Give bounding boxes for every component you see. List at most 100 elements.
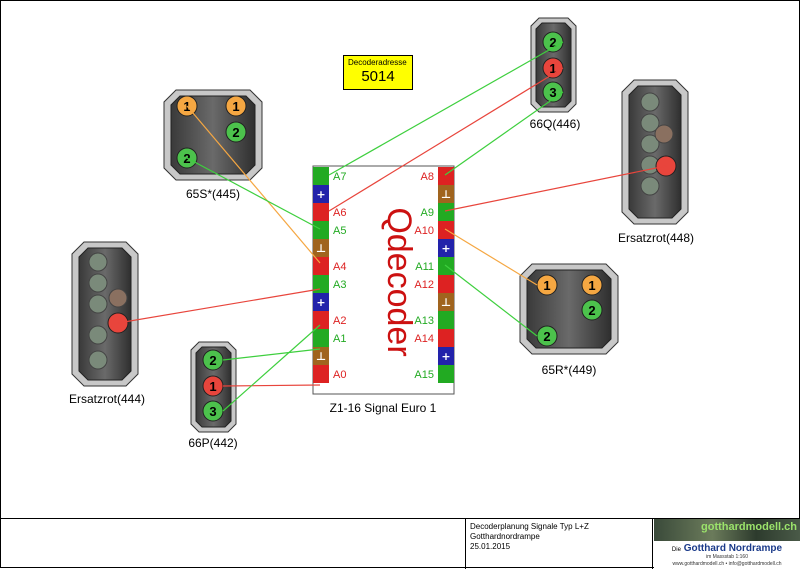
pin-block-left-8: [313, 311, 329, 329]
lamp-448-5: [640, 176, 660, 196]
pin-label-right-4: +: [441, 242, 450, 255]
pin-block-right-11: [438, 365, 454, 383]
pin-label-right-5: A11: [415, 261, 434, 273]
signal-448-label: Ersatzrot(448): [618, 231, 694, 245]
pin-label-left-1: +: [316, 188, 325, 201]
pin-label-right-8: A13: [414, 315, 434, 327]
pin-block-left-1: [313, 185, 329, 203]
signal-65S[interactable]: 1 1 2 2 65S*(445): [163, 89, 263, 201]
pin-label-left-2: A6: [333, 207, 346, 219]
pin-label-left-10: ⊥: [316, 350, 326, 363]
lamp-444-5: [88, 350, 108, 370]
pin-block-left-7: [313, 293, 329, 311]
svg-text:2: 2: [549, 35, 556, 50]
pin-label-right-6: A12: [414, 279, 434, 291]
pin-block-left-2: [313, 203, 329, 221]
svg-text:1: 1: [209, 379, 216, 394]
pin-block-left-4: [313, 239, 329, 257]
signal-65R[interactable]: 1 1 2 2 65R*(449): [519, 263, 619, 377]
svg-text:3: 3: [549, 85, 556, 100]
pin-label-right-3: A10: [414, 225, 434, 237]
wires: [117, 41, 667, 412]
title-block-info: Decoderplanung Signale Typ L+Z Gotthardn…: [465, 519, 653, 569]
pin-block-left-10: [313, 347, 329, 365]
wiring-diagram: 1 1 2 2 65S*(445) 2 1 3 66Q(446) Ersatzr…: [69, 17, 694, 450]
decoder-brand: Qdecoder: [380, 207, 418, 356]
decoder-body: [312, 165, 455, 395]
signal-444-label: Ersatzrot(444): [69, 392, 145, 406]
wire-444-A3: [117, 288, 321, 324]
pin-block-right-10: [438, 347, 454, 365]
wire-65R-2-A11: [444, 264, 538, 337]
pin-label-left-4: ⊥: [316, 242, 326, 255]
lamp-448-6: [654, 124, 674, 144]
lamp-65R-2b: 2: [536, 325, 558, 347]
wire-66P-2-A1: [222, 348, 321, 361]
pin-label-right-11: A15: [414, 369, 434, 381]
wire-65R-1-A10: [444, 228, 538, 286]
title-block-line1: Decoderplanung Signale Typ L+Z: [470, 522, 589, 531]
pin-label-right-0: A8: [421, 171, 434, 183]
logo-prefix: Die: [671, 547, 681, 553]
lamp-65R-1b: 1: [581, 274, 603, 296]
signal-65S-label: 65S*(445): [186, 187, 240, 201]
signal-66P[interactable]: 2 1 3 66P(442): [188, 341, 238, 450]
pin-label-left-0: A7: [333, 171, 346, 183]
logo-contact: www.gotthardmodell.ch • info@gotthardmod…: [672, 561, 782, 567]
lamp-448-2: [640, 113, 660, 133]
pin-label-right-10: +: [441, 350, 450, 363]
pin-label-left-6: A3: [333, 279, 346, 291]
pin-block-left-6: [313, 275, 329, 293]
pin-block-left-0: [313, 167, 329, 185]
pin-label-right-9: A14: [414, 333, 434, 345]
pin-block-right-8: [438, 311, 454, 329]
pin-block-right-2: [438, 203, 454, 221]
svg-text:2: 2: [209, 353, 216, 368]
pin-block-left-11: [313, 365, 329, 383]
lamp-65S-1b: 1: [225, 95, 247, 117]
lamp-66Q-1: 1: [542, 57, 564, 79]
signal-65R-label: 65R*(449): [542, 363, 597, 377]
signal-66P-label: 66P(442): [188, 436, 237, 450]
title-block-line2: Gotthardnordrampe: [470, 532, 540, 541]
pin-label-right-2: A9: [421, 207, 434, 219]
decoder-name: Z1-16 Signal Euro 1: [330, 401, 437, 415]
wire-66Q-2-A7: [328, 41, 564, 176]
pin-label-left-3: A5: [333, 225, 346, 237]
signal-66Q-label: 66Q(446): [530, 117, 581, 131]
wire-65S-1-A4: [186, 105, 321, 264]
gotthard-logo: gotthardmodell.ch Die Gotthard Nordrampe…: [654, 519, 800, 569]
svg-text:1: 1: [549, 61, 556, 76]
decoder-address-box: Decoderadresse 5014: [343, 55, 413, 90]
wire-66P-3-A2: [222, 324, 321, 412]
svg-text:1: 1: [543, 278, 550, 293]
title-block: Decoderplanung Signale Typ L+Z Gotthardn…: [0, 518, 800, 569]
signal-448[interactable]: Ersatzrot(448): [618, 79, 694, 245]
svg-text:1: 1: [232, 99, 239, 114]
lamp-444-1: [88, 252, 108, 272]
wire-66Q-3-A8: [444, 91, 564, 176]
lamp-66P-2: 2: [202, 349, 224, 371]
pin-block-right-1: [438, 185, 454, 203]
pin-block-right-6: [438, 275, 454, 293]
decoder-address-value: 5014: [361, 68, 395, 85]
pin-label-left-7: +: [316, 296, 325, 309]
svg-text:2: 2: [232, 125, 239, 140]
pin-label-right-7: ⊥: [441, 296, 451, 309]
pin-block-left-9: [313, 329, 329, 347]
lamp-66Q-3: 3: [542, 81, 564, 103]
signal-444[interactable]: Ersatzrot(444): [69, 241, 145, 406]
pin-block-right-7: [438, 293, 454, 311]
decoder-address-label: Decoderadresse: [348, 58, 407, 67]
svg-text:3: 3: [209, 404, 216, 419]
pin-label-left-8: A2: [333, 315, 346, 327]
lamp-65R-1a: 1: [536, 274, 558, 296]
pin-label-left-11: A0: [333, 369, 346, 381]
signal-66Q[interactable]: 2 1 3 66Q(446): [530, 17, 581, 131]
pin-label-left-9: A1: [333, 333, 346, 345]
svg-text:2: 2: [543, 329, 550, 344]
lamp-66P-3: 3: [202, 400, 224, 422]
